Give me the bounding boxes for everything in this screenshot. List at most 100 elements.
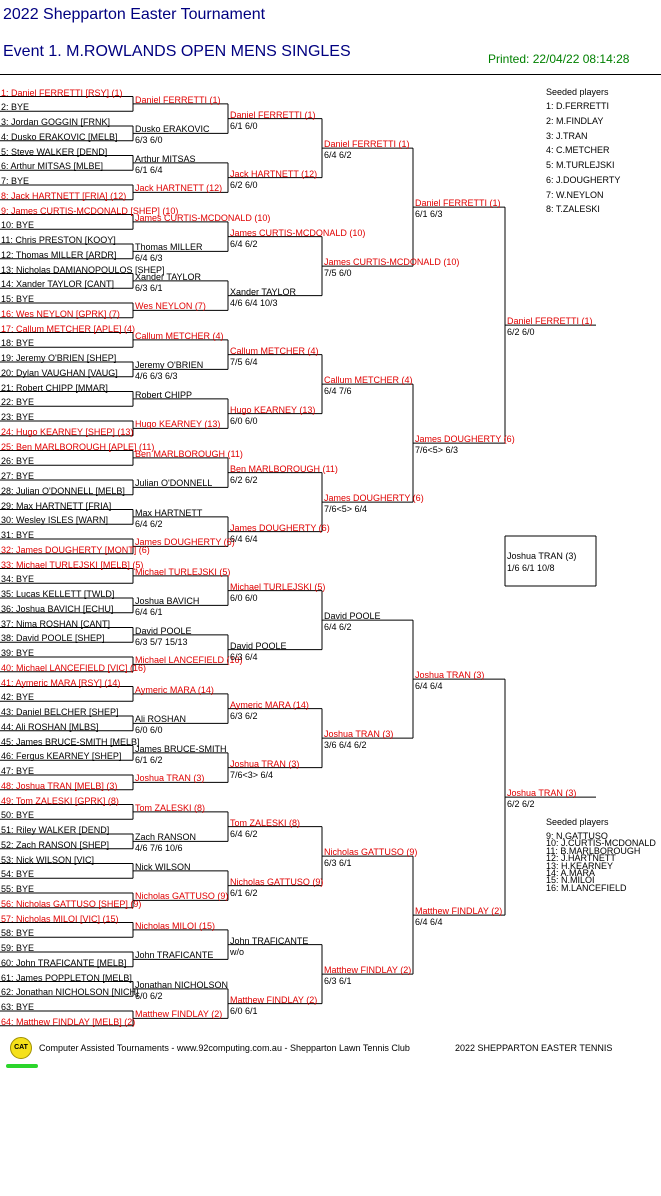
match-score: 6/4 6/4 bbox=[415, 681, 443, 692]
draw-entry: 21: Robert CHIPP [MMAR] bbox=[1, 382, 108, 393]
champion-score: 1/6 6/1 10/8 bbox=[507, 563, 555, 573]
seeded-player: 12: J.HARTNETT bbox=[546, 853, 616, 864]
winner-name: Jack HARTNETT (12) bbox=[230, 168, 318, 179]
winner-name: Joshua TRAN (3) bbox=[507, 788, 577, 799]
winner-name: Xander TAYLOR bbox=[230, 286, 297, 297]
seeded-player: 1: D.FERRETTI bbox=[546, 101, 610, 111]
draw-entry: 14: Xander TAYLOR [CANT] bbox=[1, 279, 115, 290]
match-score: 7/5 6/4 bbox=[230, 356, 258, 367]
draw-entry: 48: Joshua TRAN [MELB] (3) bbox=[1, 780, 118, 791]
winner-name: Joshua BAVICH bbox=[135, 596, 200, 607]
draw-entry: 59: BYE bbox=[1, 943, 35, 953]
winner-name: Julian O'DONNELL bbox=[135, 478, 213, 489]
winner-name: Nicholas MILOI (15) bbox=[135, 920, 216, 931]
winner-name: Nick WILSON bbox=[135, 861, 191, 872]
seeded-player: 10: J.CURTIS-MCDONALD bbox=[546, 838, 656, 849]
winner-name: Tom ZALESKI (8) bbox=[230, 817, 301, 828]
draw-entry: 15: BYE bbox=[1, 294, 35, 304]
winner-name: Daniel FERRETTI (1) bbox=[135, 94, 221, 105]
winner-name: Joshua TRAN (3) bbox=[415, 670, 485, 681]
match-score: 6/0 6/2 bbox=[135, 990, 163, 1001]
winner-name: James BRUCE-SMITH bbox=[135, 743, 227, 754]
draw-entry: 2: BYE bbox=[1, 102, 30, 113]
draw-entry: 36: Joshua BAVICH [ECHU] bbox=[1, 603, 114, 614]
winner-name: Aymeric MARA (14) bbox=[135, 684, 214, 695]
draw-entry: 35: Lucas KELLETT [TWLD] bbox=[1, 589, 115, 599]
seeded-player: 6: J.DOUGHERTY bbox=[546, 174, 621, 185]
draw-entry: 50: BYE bbox=[1, 810, 35, 821]
winner-name: Ali ROSHAN bbox=[135, 714, 187, 725]
winner-name: Dusko ERAKOVIC bbox=[135, 124, 210, 135]
winner-name: David POOLE bbox=[135, 625, 192, 636]
draw-entry: 10: BYE bbox=[1, 220, 35, 231]
match-score: 6/0 6/1 bbox=[230, 1005, 258, 1016]
match-score: 6/2 6/0 bbox=[230, 179, 258, 190]
winner-name: Xander TAYLOR bbox=[135, 271, 202, 282]
draw-entry: 6: Arthur MITSAS [MLBE] bbox=[1, 161, 104, 172]
draw-entry: 25: Ben MARLBOROUGH [APLE] (11) bbox=[1, 441, 155, 452]
seeded-player: 7: W.NEYLON bbox=[546, 189, 604, 200]
draw-entry: 56: Nicholas GATTUSO [SHEP] (9) bbox=[1, 898, 142, 909]
winner-name: John TRAFICANTE bbox=[230, 935, 309, 946]
draw-entry: 16: Wes NEYLON [GPRK] (7) bbox=[1, 308, 120, 319]
draw-entry: 47: BYE bbox=[1, 766, 35, 776]
draw-entry: 31: BYE bbox=[1, 530, 35, 540]
draw-entry: 29: Max HARTNETT [FRIA] bbox=[1, 500, 112, 511]
winner-name: Daniel FERRETTI (1) bbox=[324, 139, 410, 150]
draw-entry: 38: David POOLE [SHEP] bbox=[1, 633, 105, 644]
match-score: 6/0 6/0 bbox=[230, 592, 258, 603]
match-score: 4/6 6/4 10/3 bbox=[230, 297, 278, 308]
match-score: 6/2 6/2 bbox=[230, 474, 258, 485]
draw-entry: 58: BYE bbox=[1, 928, 35, 939]
match-score: 6/1 6/0 bbox=[230, 120, 258, 131]
seeded-player: 2: M.FINDLAY bbox=[546, 115, 604, 126]
winner-name: Hugo KEARNEY (13) bbox=[230, 404, 316, 415]
match-score: 4/6 6/3 6/3 bbox=[135, 371, 178, 382]
match-score: 6/3 6/4 bbox=[230, 651, 258, 662]
draw-entry: 60: John TRAFICANTE [MELB] bbox=[1, 957, 127, 968]
draw-entry: 23: BYE bbox=[1, 412, 35, 422]
match-score: 6/2 6/0 bbox=[507, 327, 535, 338]
draw-entry: 1: Daniel FERRETTI [RSY] (1) bbox=[1, 87, 123, 98]
match-score: w/o bbox=[230, 946, 245, 957]
winner-name: Callum METCHER (4) bbox=[230, 345, 319, 356]
winner-name: Matthew FINDLAY (2) bbox=[324, 965, 412, 976]
seeded-player: 3: J.TRAN bbox=[546, 130, 588, 141]
draw-entry: 63: BYE bbox=[1, 1002, 35, 1012]
match-score: 6/4 6/2 bbox=[324, 150, 352, 161]
winner-name: Max HARTNETT bbox=[135, 507, 203, 518]
winner-name: John TRAFICANTE bbox=[135, 950, 214, 961]
seeded-player: 16: M.LANCEFIELD bbox=[546, 882, 627, 893]
event-title: Event 1. M.ROWLANDS OPEN MENS SINGLES bbox=[3, 43, 351, 60]
draw-entry: 8: Jack HARTNETT [FRIA] (12) bbox=[1, 190, 127, 201]
draw-entry: 17: Callum METCHER [APLE] (4) bbox=[1, 323, 136, 334]
winner-name: Aymeric MARA (14) bbox=[230, 699, 309, 710]
seeded-players-heading: Seeded players bbox=[546, 817, 609, 827]
draw-entry: 28: Julian O'DONNELL [MELB] bbox=[1, 485, 125, 496]
match-score: 6/4 6/2 bbox=[135, 518, 163, 529]
winner-name: David POOLE bbox=[230, 640, 287, 651]
footer-event: 2022 SHEPPARTON EASTER TENNIS bbox=[455, 1043, 613, 1053]
winner-name: Jeremy O'BRIEN bbox=[135, 360, 204, 371]
match-score: 6/0 6/0 bbox=[230, 415, 258, 426]
seeded-player: 14: A.MARA bbox=[546, 868, 596, 878]
winner-name: James CURTIS-MCDONALD (10) bbox=[230, 227, 366, 238]
winner-name: James CURTIS-MCDONALD (10) bbox=[135, 212, 271, 223]
winner-name: James DOUGHERTY (6) bbox=[135, 537, 235, 548]
draw-entry: 61: James POPPLETON [MELB] bbox=[1, 972, 132, 983]
draw-entry: 62: Jonathan NICHOLSON [NICH] bbox=[1, 987, 139, 998]
draw-entry: 43: Daniel BELCHER [SHEP] bbox=[1, 707, 119, 717]
match-score: 6/4 6/1 bbox=[135, 607, 163, 618]
draw-entry: 26: BYE bbox=[1, 456, 35, 467]
winner-name: Matthew FINDLAY (2) bbox=[415, 906, 503, 917]
draw-entry: 24: Hugo KEARNEY [SHEP] (13) bbox=[1, 426, 134, 437]
match-score: 6/4 6/2 bbox=[230, 828, 258, 839]
draw-entry: 9: James CURTIS-MCDONALD [SHEP] (10) bbox=[1, 205, 179, 216]
winner-name: Jack HARTNETT (12) bbox=[135, 183, 223, 194]
winner-name: James DOUGHERTY (6) bbox=[324, 493, 424, 504]
match-score: 6/0 6/0 bbox=[135, 725, 163, 736]
draw-entry: 5: Steve WALKER [DEND] bbox=[1, 146, 108, 157]
draw-entry: 39: BYE bbox=[1, 648, 35, 658]
logo-underline bbox=[6, 1064, 38, 1068]
draw-entry: 53: Nick WILSON [VIC] bbox=[1, 854, 95, 865]
